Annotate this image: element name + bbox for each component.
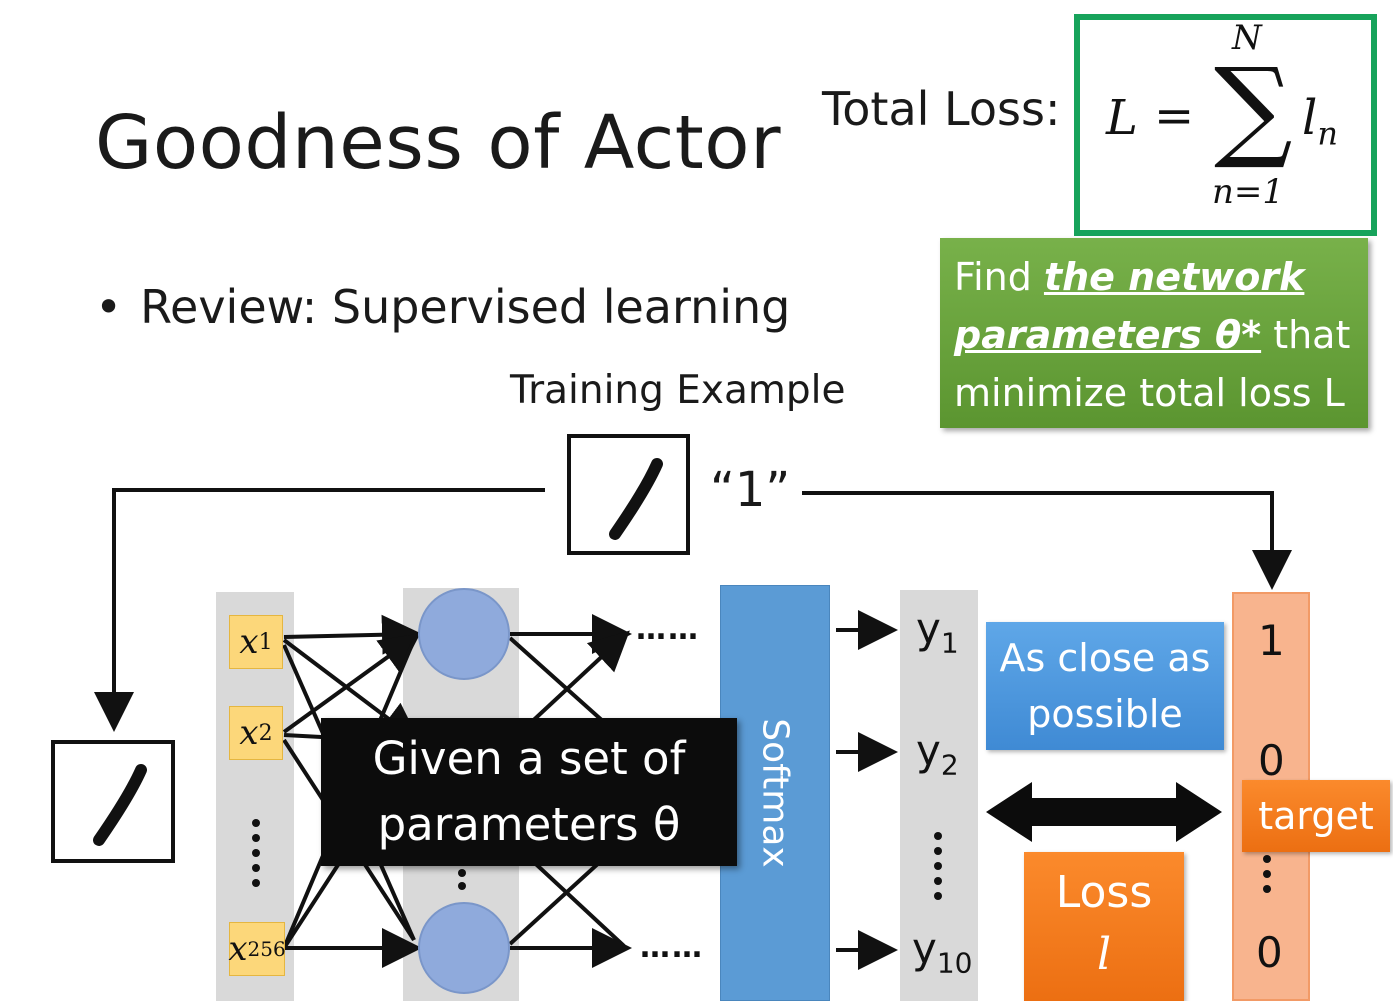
loss-box: Loss l — [1024, 852, 1184, 1001]
softmax-label: Softmax — [754, 718, 796, 868]
given-parameters-line2: parameters θ — [377, 798, 681, 851]
digit-one-stroke — [609, 458, 663, 540]
given-parameters-box: Given a set of parameters θ — [321, 718, 737, 866]
formula-equals: = — [1154, 88, 1195, 144]
hidden-dots-bottom: …… — [640, 930, 704, 965]
input-x1-sub: 1 — [258, 629, 273, 655]
output-y1-var: y — [916, 604, 941, 653]
output-y1: y1 — [916, 604, 959, 659]
objective-line2-suffix: that — [1261, 313, 1351, 357]
output-y2-sub: 2 — [940, 748, 959, 782]
formula-upper: N — [1232, 18, 1262, 58]
label-quote: “1” — [710, 462, 791, 518]
objective-line2: parameters θ* that — [954, 306, 1368, 364]
input-x2-sub: 2 — [258, 720, 273, 746]
input-x256-sub: 256 — [247, 937, 286, 961]
given-parameters-line1: Given a set of — [372, 732, 686, 785]
hidden-dots-top: …… — [636, 612, 700, 647]
bullet-dot: • — [95, 280, 123, 334]
objective-line1-prefix: Find — [954, 255, 1044, 299]
close-box-line2: possible — [1027, 692, 1183, 736]
loss-symbol: l — [1096, 929, 1112, 980]
output-layer-column — [900, 590, 978, 1001]
output-y10: y10 — [912, 924, 973, 979]
output-y10-var: y — [912, 924, 937, 973]
objective-line1-emph: the network — [1043, 255, 1305, 299]
softmax-layer: Softmax — [720, 585, 830, 1001]
formula-term-var: l — [1302, 90, 1318, 146]
output-y2-var: y — [916, 726, 941, 775]
training-digit-image — [567, 434, 690, 555]
output-y10-sub: 10 — [936, 946, 973, 980]
target-dots — [1262, 854, 1272, 908]
bullet-text: Review: Supervised learning — [140, 280, 791, 334]
objective-line2-emph: parameters θ* — [954, 313, 1262, 357]
target-value-2: 0 — [1258, 736, 1285, 785]
objective-line3: minimize total loss L — [954, 371, 1345, 415]
formula-term-sub: n — [1317, 114, 1338, 153]
input-x256-var: x — [228, 929, 248, 969]
digit-one-stroke-input — [93, 764, 147, 846]
target-dots-svg — [1263, 855, 1271, 893]
formula-term: ln — [1302, 90, 1338, 153]
output-y1-sub: 1 — [940, 626, 959, 660]
total-loss-label: Total Loss: — [822, 82, 1061, 136]
target-value-3: 0 — [1256, 928, 1283, 977]
formula-lower: n=1 — [1212, 172, 1285, 212]
total-loss-formula: L = ∑ N n=1 ln — [1074, 14, 1377, 236]
objective-line1: Find the network — [954, 248, 1368, 306]
sigma-symbol: ∑ — [1214, 44, 1293, 172]
objective-box: Find the network parameters θ* that mini… — [940, 238, 1368, 428]
bullet-review: • Review: Supervised learning — [95, 280, 790, 334]
training-example-label: Training Example — [510, 368, 846, 413]
input-x1-var: x — [239, 622, 259, 662]
close-box-line1: As close as — [999, 636, 1211, 680]
output-y2: y2 — [916, 726, 959, 781]
formula-lhs: L — [1106, 90, 1138, 146]
target-value-1: 1 — [1258, 616, 1285, 665]
slide-title: Goodness of Actor — [95, 100, 781, 186]
target-label: target — [1242, 780, 1390, 852]
input-x2-var: x — [239, 713, 259, 753]
as-close-as-possible-box: As close as possible — [986, 622, 1224, 750]
input-digit-image — [51, 740, 175, 863]
loss-word: Loss — [1055, 867, 1153, 918]
